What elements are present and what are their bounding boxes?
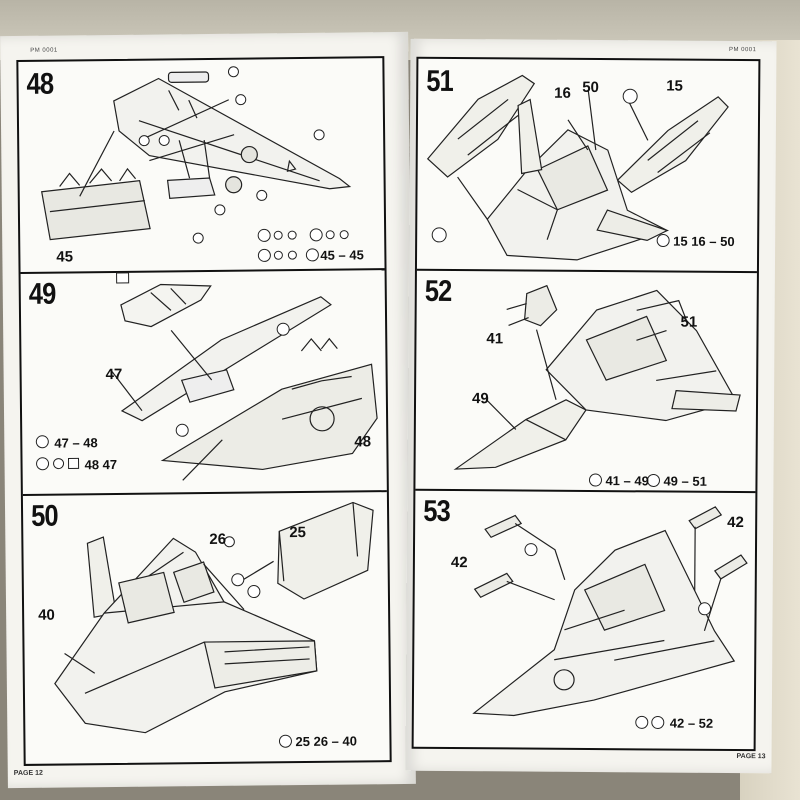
- part-label: 41: [486, 330, 503, 347]
- part-label: 45: [56, 248, 73, 265]
- step-53-drawing: 42 42 42 – 52: [451, 506, 748, 731]
- left-page: PM 0001 48: [0, 31, 416, 789]
- part-label: 15: [666, 78, 683, 95]
- step-50-panel: 50: [23, 490, 390, 764]
- step-50-drawing: 26 25 40 25 26 – 40: [38, 501, 374, 749]
- step-52-panel: 52: [415, 268, 757, 494]
- part-label: 50: [582, 79, 599, 96]
- legend-text: 41 – 49: [605, 473, 648, 488]
- legend-text: 45 – 45: [320, 247, 364, 262]
- right-page: PM 0001 51: [405, 38, 777, 774]
- part-label: 51: [681, 314, 698, 331]
- part-label: 48: [354, 433, 371, 450]
- page-footer: PAGE 13: [736, 753, 766, 761]
- part-label: 25: [289, 524, 306, 541]
- part-label: 26: [209, 531, 226, 548]
- step-51-drawing: 16 50 15 15 16 – 50: [426, 74, 735, 261]
- step-48-drawing: 45 45 – 45: [41, 66, 364, 266]
- step-51-panel: 51: [416, 58, 759, 274]
- page-footer: PAGE 12: [13, 769, 43, 778]
- legend-text: 42 – 52: [670, 716, 713, 731]
- part-label: 49: [472, 390, 489, 407]
- page-code: PM 0001: [728, 46, 757, 54]
- part-label: 47: [106, 366, 123, 383]
- legend-text: 15 16 – 50: [673, 234, 735, 249]
- right-frame: 51: [411, 56, 761, 752]
- part-label: 16: [554, 85, 571, 102]
- left-frame: 48: [16, 56, 392, 766]
- part-label: 42: [451, 554, 468, 571]
- legend-text: 48 47: [84, 457, 117, 472]
- step-48-panel: 48: [18, 58, 385, 274]
- legend-text: 25 26 – 40: [295, 733, 357, 749]
- legend-text: 47 – 48: [54, 435, 98, 450]
- step-53-panel: 53: [414, 489, 756, 749]
- part-label: 42: [727, 514, 744, 531]
- step-49-panel: 49: [20, 268, 387, 496]
- page-code: PM 0001: [30, 47, 58, 54]
- legend-text: 49 – 51: [663, 474, 706, 489]
- part-label: 40: [38, 607, 55, 624]
- step-52-drawing: 51 41 49 41 – 49 49 – 51: [453, 284, 741, 489]
- step-49-drawing: 47 48 47 – 48 48 47: [35, 272, 378, 481]
